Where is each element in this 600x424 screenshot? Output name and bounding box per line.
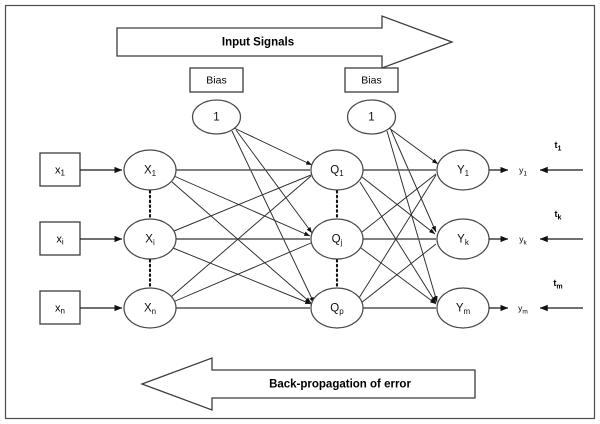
edge-Q1-Yk	[361, 176, 436, 235]
target-label-tm: tm	[553, 278, 562, 290]
edge-bias-qj	[235, 129, 313, 234]
target-signal-arrows: t1 tk tm	[539, 140, 583, 312]
input-box-xn-label: xn	[55, 302, 65, 315]
edge-Xi-Qp	[172, 247, 312, 305]
edge-biasout-y1	[388, 127, 439, 165]
edge-bias-qp	[231, 130, 315, 304]
output-label-ym: ym	[518, 303, 528, 315]
input-signal-boxes: x1 xi xn	[39, 152, 81, 325]
input-to-hidden-edges	[170, 169, 312, 309]
target-label-t1: t1	[555, 140, 562, 152]
edge-X1-Qj	[173, 175, 311, 237]
edge-Xn-Qj	[172, 242, 312, 303]
bias-box-hidden-label: Bias	[206, 74, 226, 86]
bias-node-hidden-value: 1	[213, 112, 219, 124]
node-output-Ym-label: Ym	[456, 303, 471, 317]
backpropagation-banner: Back-propagation of error	[140, 357, 476, 411]
bias-node-output-circle	[346, 99, 397, 135]
node-hidden-Q1-label: Q1	[330, 165, 344, 179]
hidden-to-output-edges	[358, 169, 437, 309]
edge-Xn-Q1	[170, 175, 312, 298]
edge-Xi-Q1	[173, 174, 312, 232]
node-input-Xi-label: Xi	[145, 234, 155, 248]
input-box-xi	[39, 221, 81, 256]
edge-bias-q1	[233, 127, 313, 166]
input-box-x1-label: x1	[55, 164, 66, 177]
node-output-Yk-label: Yk	[457, 234, 470, 248]
bias-box-output-label: Bias	[361, 74, 381, 86]
diagram-frame	[4, 4, 596, 420]
edge-Qj-Ym	[360, 247, 437, 305]
node-output-Y1-label: Y1	[457, 165, 470, 179]
backpropagation-label: Back-propagation of error	[269, 379, 411, 391]
bias-to-output-edges	[386, 127, 439, 303]
bias-to-hidden-edges	[231, 127, 315, 304]
output-label-y1: y1	[519, 165, 527, 177]
edge-Qp-Yk	[360, 243, 437, 304]
node-input-X1-label: X1	[144, 165, 157, 179]
node-hidden-Qj-label: Qj	[332, 234, 343, 248]
input-layer: X1 Xi Xn	[123, 149, 177, 329]
edge-Qp-Y1	[358, 174, 437, 299]
edge-Qj-Y1	[361, 173, 437, 233]
node-input-Xn	[123, 287, 177, 329]
input-signals-arrow-shape	[116, 15, 454, 69]
input-box-x1	[39, 152, 81, 187]
bias-box-hidden	[189, 67, 244, 93]
input-signals-label: Input Signals	[222, 37, 294, 49]
edge-Q1-Ym	[359, 181, 437, 304]
edge-biasout-yk	[390, 129, 437, 233]
node-hidden-Qp-label: Qp	[330, 303, 344, 317]
bias-box-output	[344, 67, 399, 93]
hidden-layer: Q1 Qj Qp	[310, 149, 364, 329]
output-layer: Y1 Yk Ym	[436, 149, 490, 329]
input-signals-banner: Input Signals	[116, 15, 454, 69]
input-feed-arrows	[80, 166, 123, 312]
input-box-xi-label: xi	[56, 233, 64, 246]
node-input-Xn-label: Xn	[144, 303, 156, 317]
output-layer-bias: Bias 1	[344, 67, 399, 135]
output-label-yk: yk	[519, 234, 527, 246]
bias-node-hidden-circle	[191, 99, 242, 135]
bias-node-output-value: 1	[368, 112, 374, 124]
input-box-xn	[39, 290, 81, 325]
output-signal-arrows: y1 yk ym	[489, 165, 528, 315]
backpropagation-arrow-shape	[140, 357, 476, 411]
edge-X1-Qp	[171, 181, 312, 304]
target-label-tk: tk	[555, 209, 562, 221]
hidden-layer-bias: Bias 1	[189, 67, 244, 135]
node-hidden-Qp	[310, 287, 364, 329]
